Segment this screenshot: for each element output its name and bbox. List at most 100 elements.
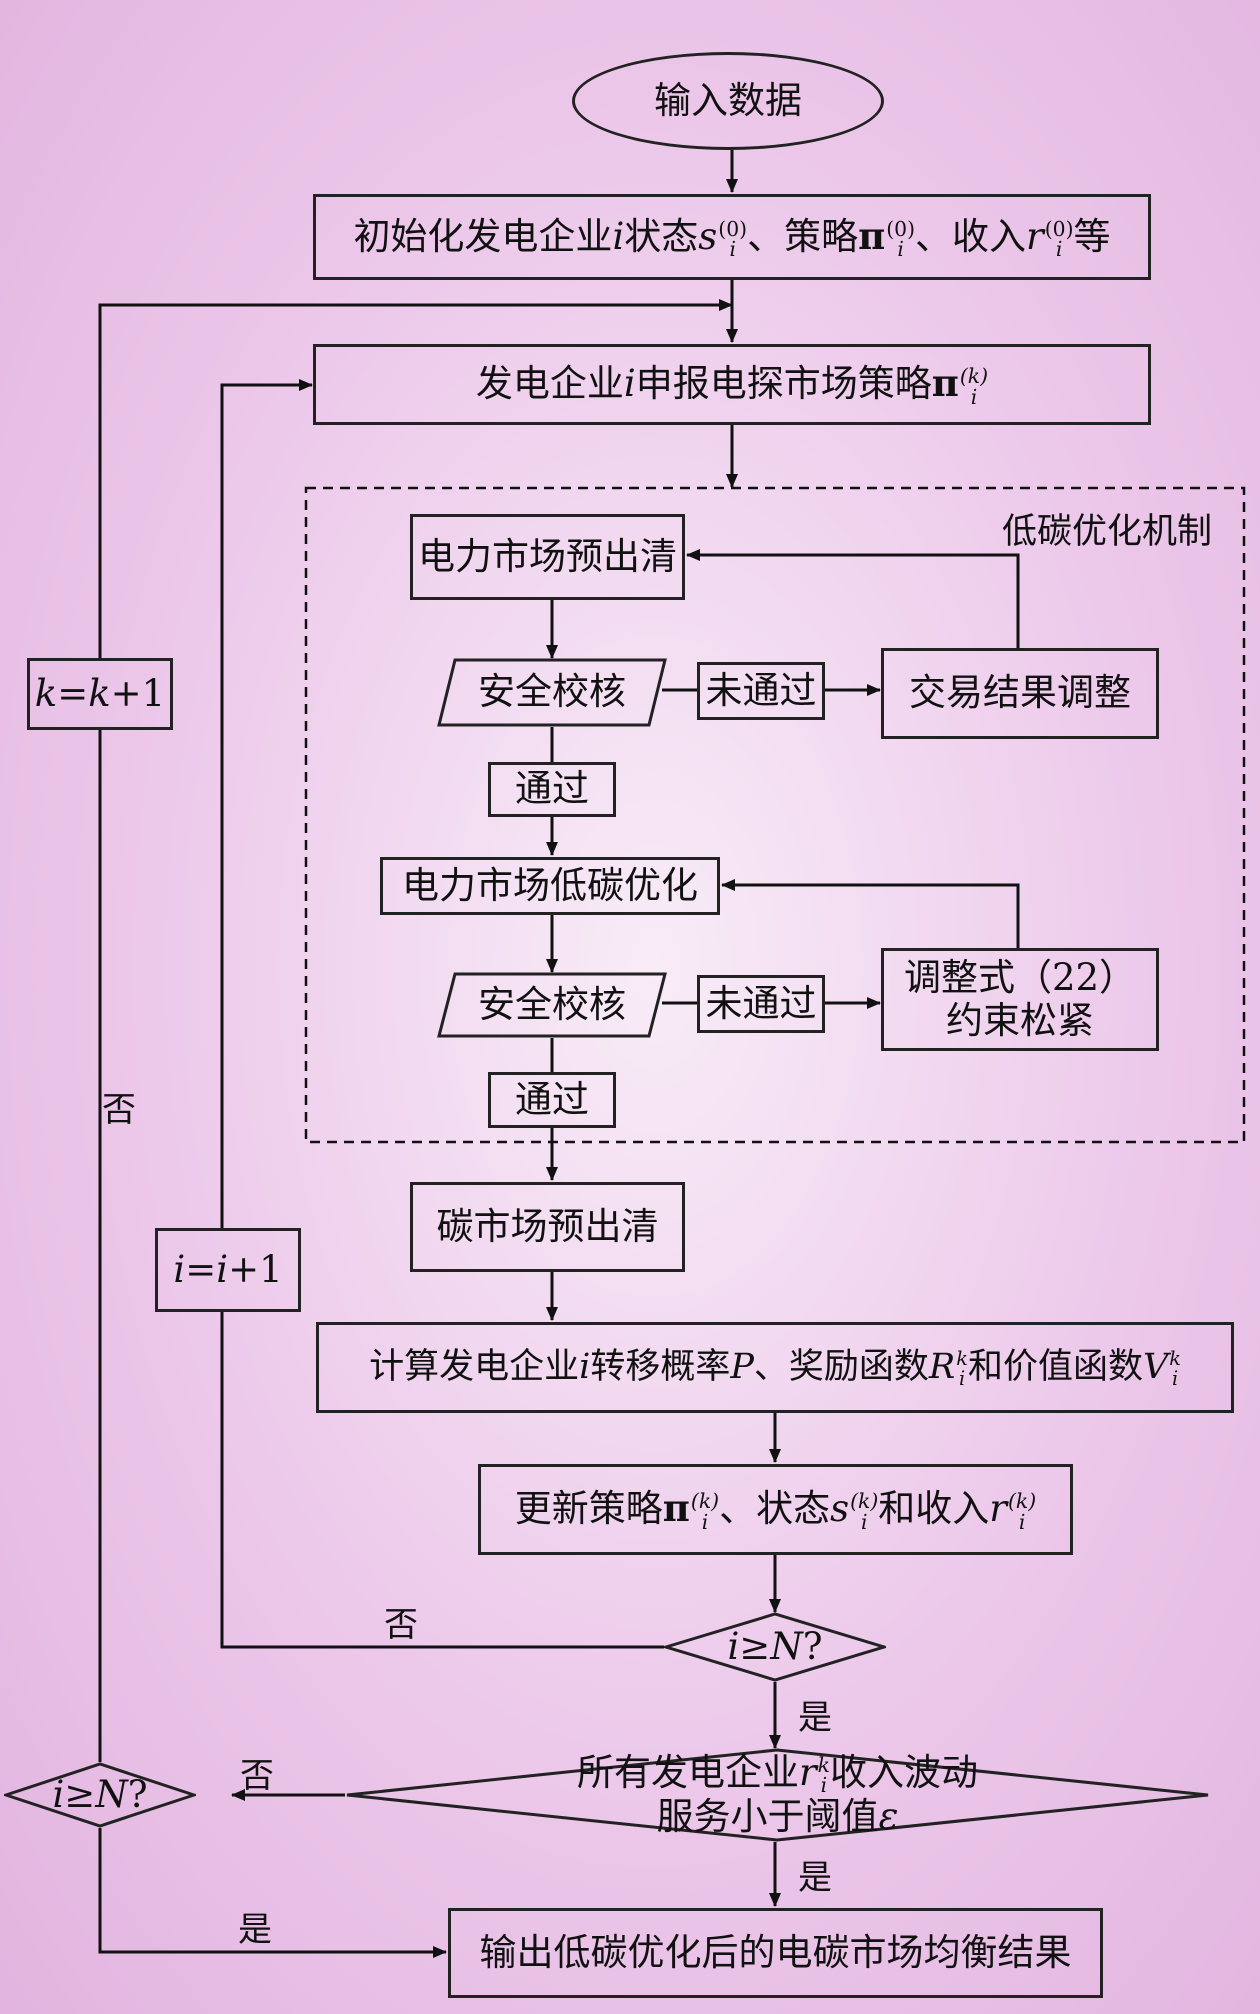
init-i: i <box>612 214 625 258</box>
update-s-sup: (k) <box>850 1489 879 1514</box>
output-node: 输出低碳优化后的电碳市场均衡结果 <box>448 1908 1103 1998</box>
condition-outer-ge: ≥ <box>64 1772 96 1816</box>
arrow-outer-yes <box>98 1828 447 1958</box>
declare-label: 发电企业i申报电探市场策略π(k)i <box>476 362 988 407</box>
arrow-adjust2-back <box>721 879 1020 948</box>
update-pi-sub: i <box>701 1509 709 1534</box>
update-s: s <box>830 1487 850 1531</box>
start-label: 输入数据 <box>654 78 802 122</box>
convergence-line2: 服务小于阈值ε <box>656 1794 899 1839</box>
compute-R: R <box>928 1347 956 1388</box>
init-s-script: (0)i <box>718 216 748 259</box>
loop-inner-back <box>220 1312 664 1649</box>
carbon-preclear-label: 碳市场预出清 <box>436 1204 659 1248</box>
declare-pi-script: (k)i <box>960 366 988 407</box>
label-yes-output: 是 <box>798 1858 832 1898</box>
not-pass-1-node: 未通过 <box>697 662 825 720</box>
compute-P: P <box>730 1347 754 1388</box>
init-s-sup: (0) <box>718 216 748 241</box>
security-check-1-node: 安全校核 <box>437 658 667 727</box>
compute-i: i <box>579 1347 591 1388</box>
convergence-pre2: 服务小于阈值 <box>656 1794 879 1838</box>
not-pass-2-label: 未通过 <box>705 981 817 1025</box>
condition-outer-shape <box>4 1762 196 1828</box>
convergence-eps: ε <box>878 1794 899 1838</box>
compute-mid2: 、奖励函数 <box>753 1347 929 1388</box>
init-r-sub: i <box>1055 237 1063 262</box>
init-post: 等 <box>1073 214 1111 258</box>
init-r: r <box>1026 214 1044 258</box>
power-preclear-node: 电力市场预出清 <box>410 514 685 600</box>
compute-V-sub: i <box>1171 1366 1179 1390</box>
update-mid2: 和收入 <box>878 1487 990 1531</box>
declare-pi: π <box>931 361 959 406</box>
convergence-r: r <box>798 1750 817 1794</box>
update-pre: 更新策略 <box>514 1487 663 1531</box>
init-r-sup: (0) <box>1044 216 1074 241</box>
loop-outer-up <box>98 299 733 658</box>
compute-R-sup: k <box>956 1347 968 1371</box>
compute-V: V <box>1142 1347 1169 1388</box>
update-r: r <box>989 1487 1007 1531</box>
output-label: 输出低碳优化后的电碳市场均衡结果 <box>479 1930 1072 1974</box>
trade-adjust-label: 交易结果调整 <box>909 671 1131 715</box>
trade-adjust-node: 交易结果调整 <box>881 648 1159 739</box>
init-pre: 初始化发电企业 <box>353 214 613 258</box>
update-mid1: 、状态 <box>719 1487 831 1531</box>
pass-2-label: 通过 <box>515 1077 589 1121</box>
update-s-sub: i <box>860 1509 868 1534</box>
pass-2-node: 通过 <box>488 1072 616 1128</box>
pass-1-node: 通过 <box>488 762 616 817</box>
init-r-script: (0)i <box>1044 216 1074 262</box>
compute-pre: 计算发电企业 <box>369 1347 580 1388</box>
i-inc-eq: = <box>185 1247 217 1291</box>
security-check-1-label: 安全校核 <box>478 670 626 714</box>
update-r-sup: (k) <box>1007 1489 1037 1514</box>
label-yes-bottom: 是 <box>238 1910 272 1950</box>
condition-inner-q: ? <box>802 1624 823 1668</box>
compute-V-sup: k <box>1169 1347 1181 1371</box>
condition-inner-node: i≥N? <box>664 1612 886 1682</box>
k-increment-label: k=k+1 <box>34 671 165 716</box>
convergence-pre: 所有发电企业 <box>576 1750 799 1794</box>
loop-inner-up <box>220 379 313 1228</box>
condition-outer-q: ? <box>127 1772 148 1816</box>
not-pass-2-node: 未通过 <box>697 975 825 1033</box>
declare-i: i <box>623 362 636 406</box>
condition-inner-label: i≥N? <box>727 1624 823 1669</box>
security-check-2-node: 安全校核 <box>437 972 667 1038</box>
k-increment-node: k=k+1 <box>27 658 173 730</box>
security-check-2-shape <box>437 972 667 1038</box>
not-pass-1-label: 未通过 <box>705 668 817 712</box>
condition-outer-node: i≥N? <box>4 1762 196 1828</box>
init-pi-sup: (0) <box>886 216 916 241</box>
compute-R-sub: i <box>959 1366 966 1390</box>
init-pi-script: (0)i <box>886 216 916 259</box>
convergence-shape <box>346 1748 1209 1842</box>
declare-pi-sub: i <box>970 384 978 409</box>
declare-node: 发电企业i申报电探市场策略π(k)i <box>313 344 1151 425</box>
i-increment-node: i=i+1 <box>155 1228 301 1312</box>
update-r-sub: i <box>1018 1509 1026 1534</box>
convergence-post: 收入波动 <box>830 1750 978 1794</box>
adjust-constraint-line2: 约束松紧 <box>946 998 1094 1042</box>
declare-pi-sup: (k) <box>959 364 989 389</box>
i-increment-label: i=i+1 <box>173 1247 282 1292</box>
label-no-inner: 否 <box>384 1605 418 1645</box>
condition-outer-label: i≥N? <box>52 1772 148 1817</box>
k-inc-k1: k <box>34 671 58 715</box>
pass-1-label: 通过 <box>515 767 589 811</box>
low-carbon-opt-label: 电力市场低碳优化 <box>402 863 698 907</box>
condition-outer-N: N <box>95 1772 128 1816</box>
init-pi: π <box>858 213 886 258</box>
condition-inner-ge: ≥ <box>739 1624 771 1668</box>
